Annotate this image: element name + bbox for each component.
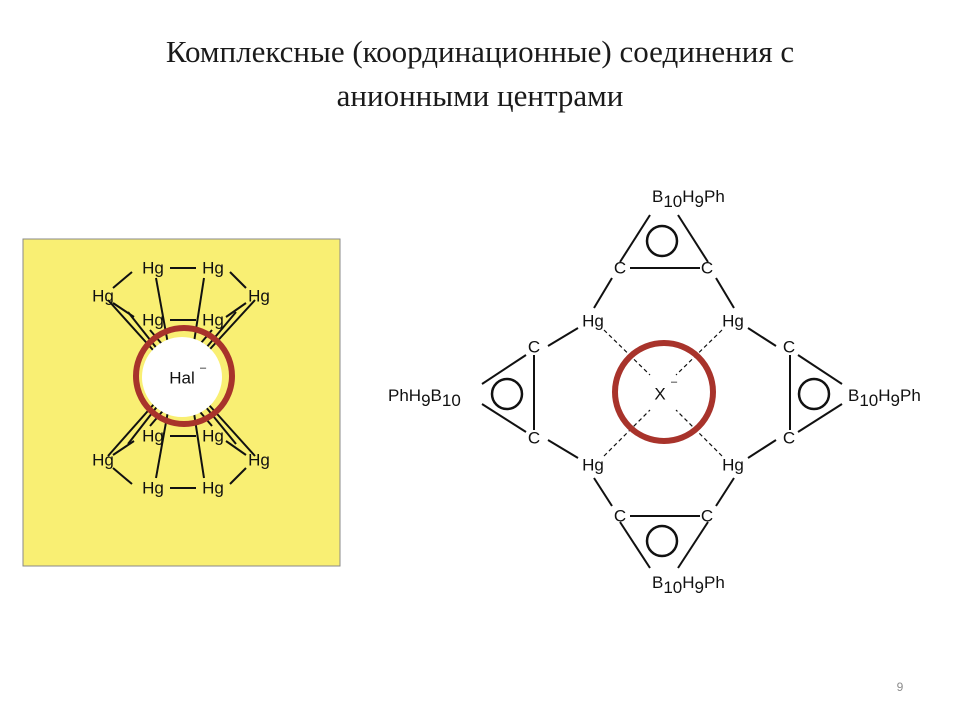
bond-top-right-upper (229, 271, 247, 289)
right-bonds (481, 214, 843, 569)
left-anion-ring (133, 325, 235, 427)
c-atom: C (701, 259, 713, 278)
c-atom: C (783, 429, 795, 448)
hg-atom: Hg (142, 259, 164, 278)
right-dashed-contacts (603, 329, 723, 457)
bond-bot-right-lower (229, 467, 247, 485)
c-atom: C (528, 338, 540, 357)
c-atom: C (614, 507, 626, 526)
slide-title: Комплексные (координационные) соединения… (40, 30, 920, 118)
halide-charge: – (200, 362, 207, 374)
hg-atom: Hg (202, 427, 224, 446)
bond-bot-right-upper (225, 440, 247, 456)
x-anion-charge: – (671, 376, 678, 388)
cage-formula-left: PhH9B10 (388, 386, 461, 410)
page-number: 9 (896, 680, 904, 694)
right-anion-ring (612, 340, 716, 444)
hg-atom: Hg (248, 451, 270, 470)
bond-top-left-upper (112, 271, 133, 289)
hg-atom: Hg (248, 287, 270, 306)
hg-atom: Hg (92, 287, 114, 306)
slide-title-line-2: анионными центрами (336, 78, 624, 113)
bond-top-right-lower (225, 302, 247, 318)
x-anion-label: X (654, 385, 665, 404)
c-atom: C (528, 429, 540, 448)
carborane-cage-right (797, 377, 831, 411)
left-halide-center-fill (142, 337, 222, 417)
halide-label: Hal (169, 369, 195, 388)
hg-atom: Hg (582, 312, 604, 331)
hg-atom: Hg (202, 479, 224, 498)
hg-atom: Hg (142, 479, 164, 498)
slide-title-line-1: Комплексные (координационные) соединения… (165, 34, 795, 69)
cage-formula-bottom: B10H9Ph (652, 573, 725, 597)
bond-bot-left-upper (112, 440, 135, 456)
hg-atom: Hg (142, 427, 164, 446)
hg-atom: Hg (722, 312, 744, 331)
c-atom: C (614, 259, 626, 278)
hg-atom: Hg (722, 456, 744, 475)
hg-atom: Hg (202, 311, 224, 330)
hg-atom: Hg (92, 451, 114, 470)
hg-atom: Hg (202, 259, 224, 278)
c-atom: C (701, 507, 713, 526)
carborane-cage-bottom (645, 524, 679, 558)
carborane-cage-left (490, 377, 524, 411)
cage-formula-right: B10H9Ph (848, 386, 921, 410)
cage-formula-top: B10H9Ph (652, 187, 725, 211)
hg-atom: Hg (582, 456, 604, 475)
c-atom: C (783, 338, 795, 357)
carborane-cage-top (645, 224, 679, 258)
bond-bot-left-lower (112, 467, 133, 485)
hg-atom: Hg (142, 311, 164, 330)
